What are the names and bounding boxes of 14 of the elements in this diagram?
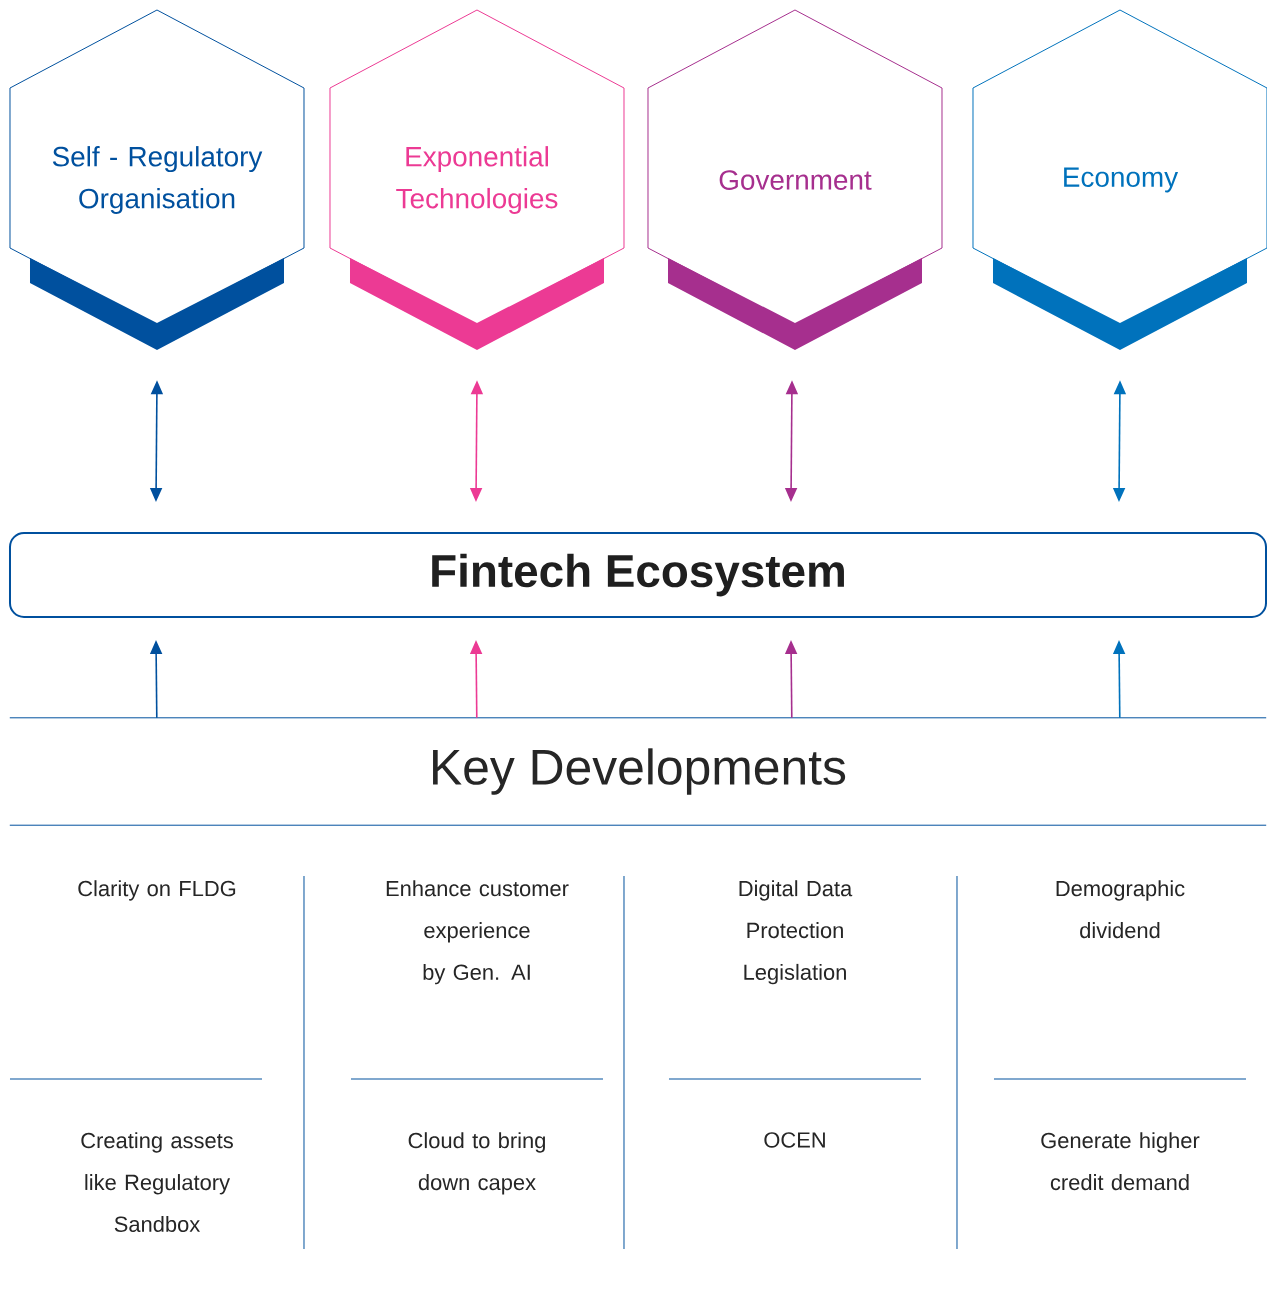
cell-text: OCEN: [764, 1132, 825, 1148]
cell-text: Enhance customer experience by Gen. AI: [386, 880, 569, 985]
hexagon: Government: [647, 9, 943, 350]
hexagon: Exponential Technologies: [329, 9, 625, 350]
heading-band: Key Developments: [9, 717, 1267, 826]
cell-text: Demographic dividend: [1056, 880, 1185, 939]
hexagon: Economy: [972, 9, 1267, 350]
hexagon: Self - Regulatory Organisation: [9, 9, 305, 350]
cell-text: Clarity on FLDG: [78, 880, 236, 901]
cell-text: Digital Data Protection Legislation: [739, 880, 853, 985]
rounded-box: Fintech Ecosystem: [9, 532, 1267, 618]
cell-text: Generate higher credit demand: [1041, 1132, 1200, 1191]
cell-text: Cloud to bring down capex: [408, 1132, 545, 1195]
cell-text: Creating assets like Regulatory Sandbox: [81, 1132, 233, 1232]
